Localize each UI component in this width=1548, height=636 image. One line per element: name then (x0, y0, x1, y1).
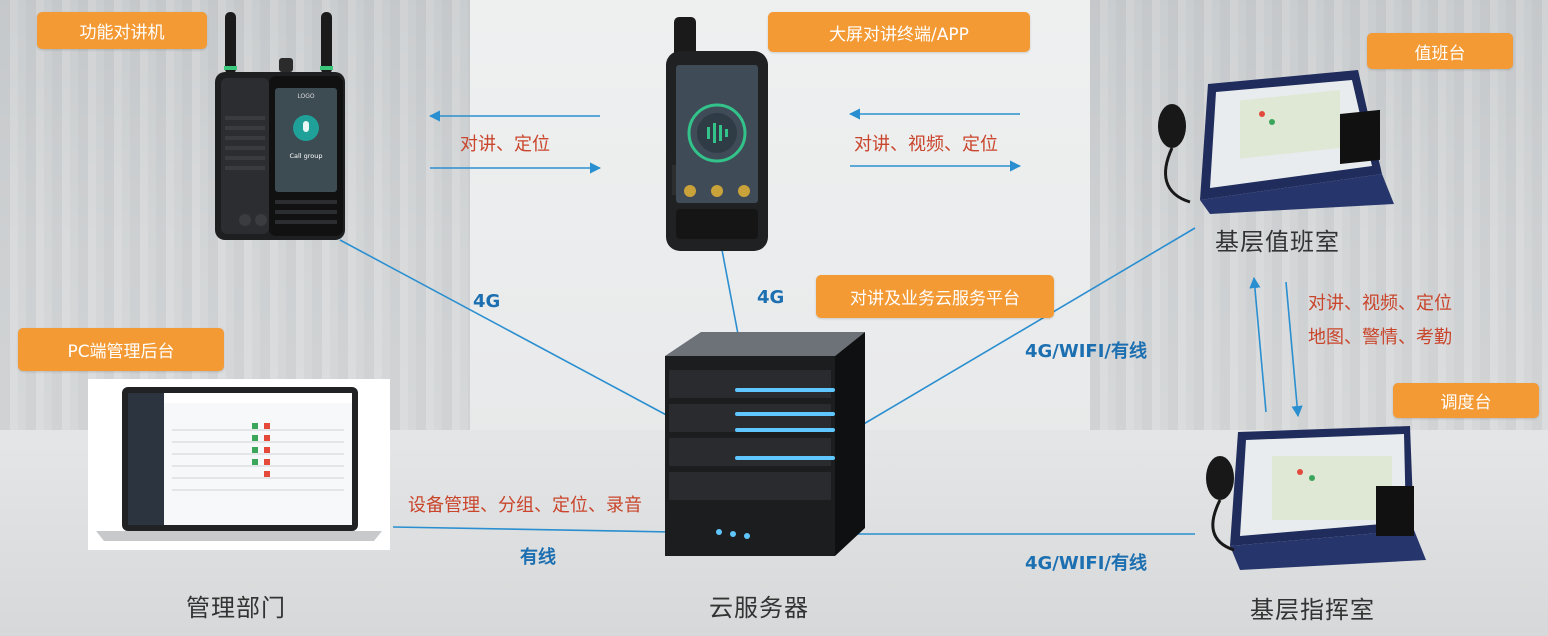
terminal-link-label: 对讲、视频、定位 (854, 134, 998, 155)
svg-text:LOGO: LOGO (297, 93, 315, 100)
room-link-label-1: 对讲、视频、定位 (1308, 293, 1452, 314)
big-screen-terminal-tag: 大屏对讲终端/APP (768, 12, 1030, 52)
background-bookshelf-right (1090, 0, 1548, 430)
pc-network-label: 有线 (520, 547, 556, 568)
duty-to-server-line (861, 227, 1196, 426)
dispatch-desk-tag: 调度台 (1393, 383, 1539, 418)
cloud-platform-tag: 对讲及业务云服务平台 (816, 275, 1054, 318)
arrow-duty-to-command (1285, 281, 1303, 418)
dispatch-console (1206, 426, 1426, 570)
pc-functions-label: 设备管理、分组、定位、录音 (408, 495, 642, 516)
management-caption: 管理部门 (186, 594, 286, 622)
room-link-label-2: 地图、警情、考勤 (1308, 327, 1452, 348)
command-network-label: 4G/WIFI/有线 (1025, 553, 1147, 574)
arrow-command-to-duty (1249, 276, 1267, 413)
cloud-server-device (665, 332, 865, 556)
duty-room-caption: 基层值班室 (1215, 228, 1340, 256)
cloud-server-caption: 云服务器 (709, 594, 809, 622)
walkie-to-server-line (339, 239, 673, 419)
walkie-network-label: 4G (473, 291, 501, 312)
walkie-link-label: 对讲、定位 (460, 134, 550, 155)
duty-desk-tag: 值班台 (1367, 33, 1513, 69)
walkie-talkie-tag: 功能对讲机 (37, 12, 207, 49)
command-room-caption: 基层指挥室 (1250, 596, 1375, 624)
pc-admin-tag: PC端管理后台 (18, 328, 224, 371)
big-screen-terminal-device (666, 17, 768, 251)
duty-network-label: 4G/WIFI/有线 (1025, 341, 1147, 362)
duty-desk-console (1158, 70, 1394, 214)
terminal-network-label: 4G (757, 287, 785, 308)
laptop-device (88, 379, 390, 550)
terminal-to-server-line (721, 249, 739, 335)
pc-to-server-line (392, 526, 673, 533)
svg-text:Call group: Call group (289, 152, 322, 160)
walkie-talkie-device: LOGO Call group (215, 12, 345, 240)
